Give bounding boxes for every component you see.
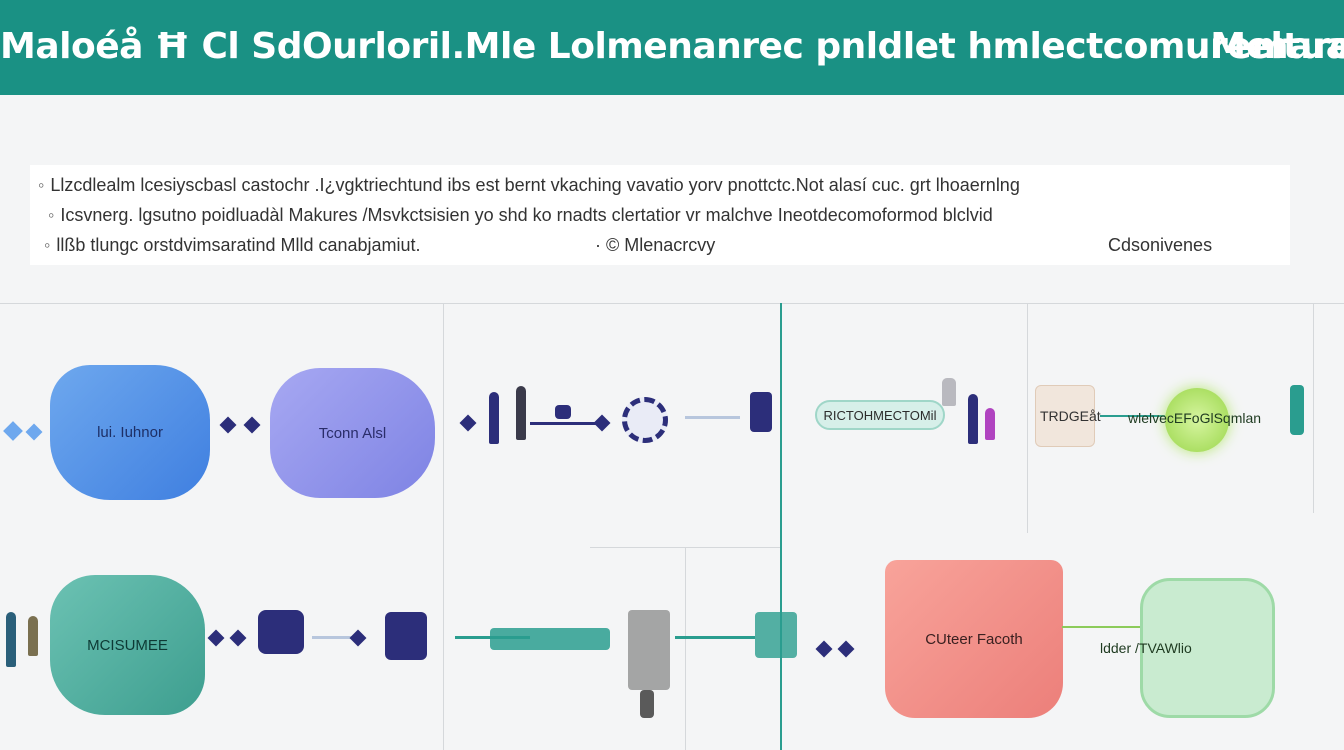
node-blue[interactable]: lui. Iuhnor — [50, 365, 210, 500]
green-block-node — [1140, 578, 1275, 718]
node-pill[interactable]: RICTOHMECTOMil — [815, 400, 945, 430]
node-purple-label: Tconn Alsl — [318, 424, 387, 442]
person-icon — [28, 616, 38, 656]
grid-vline-2 — [685, 547, 686, 750]
note-text-1: Llzcdlealm lcesiyscbasl castochr .I¿vgkt… — [50, 175, 1020, 195]
bullet-icon: ◦ — [44, 235, 51, 255]
person-icon — [750, 392, 772, 432]
diamond-connector — [243, 416, 261, 434]
note-line-3: ◦llßb tlungc orstdvimsaratind Mlld canab… — [44, 235, 421, 256]
diamond-connector — [207, 629, 225, 647]
person-icon — [1290, 385, 1304, 435]
figure-icon — [942, 378, 956, 406]
arrow-line — [675, 636, 755, 639]
note-text-2: Icsvnerg. lgsutno poidluadàl Makures /Ms… — [60, 205, 993, 225]
box-node — [1035, 385, 1095, 447]
box-label: TRDGEåt — [1040, 408, 1101, 424]
node-salmon-label: CUteer Facoth — [925, 630, 1023, 648]
node-blue-label: lui. Iuhnor — [97, 424, 163, 441]
teal-divider — [780, 303, 782, 750]
bullet-icon: ◦ — [48, 205, 55, 225]
diamond-connector — [25, 423, 43, 441]
device-icon — [385, 612, 427, 660]
page-title: Maloéå Ħ Cl SdOurloril.Mle Lolmenanrec p… — [0, 26, 1344, 67]
diamond-connector — [229, 629, 247, 647]
diamond-connector — [349, 629, 367, 647]
node-pill-label: RICTOHMECTOMil — [823, 407, 937, 423]
person-icon — [968, 394, 978, 444]
arrow-line — [312, 636, 352, 639]
note-text-3: llßb tlungc orstdvimsaratind Mlld canabj… — [56, 235, 421, 255]
gear-icon — [622, 397, 668, 443]
diamond-connector — [593, 414, 611, 432]
device-icon — [555, 405, 571, 419]
note-line-2: ◦Icsvnerg. lgsutno poidluadàl Makures /M… — [48, 205, 993, 226]
panel-icon — [755, 612, 797, 658]
arrow-line — [1100, 415, 1165, 417]
diamond-connector — [837, 640, 855, 658]
header-right-title: Meltua — [1210, 26, 1344, 67]
arrow-line — [530, 422, 600, 425]
machine-icon — [628, 610, 670, 690]
arrow-line — [685, 416, 740, 419]
person-icon — [516, 386, 526, 440]
note-mid: · © Mlenacrcvy — [595, 235, 716, 255]
grid-hline-top — [0, 303, 1344, 304]
node-purple[interactable]: Tconn Alsl — [270, 368, 435, 498]
person-icon — [489, 392, 499, 444]
grid-vline-3 — [1027, 303, 1028, 533]
diamond-connector — [3, 421, 23, 441]
note-line-1: ◦Llzcdlealm lcesiyscbasl castochr .I¿vgk… — [38, 175, 1020, 196]
grid-vline-4 — [1313, 303, 1314, 513]
person-icon — [6, 612, 16, 667]
bullet-icon: ◦ — [38, 175, 45, 195]
person-icon — [985, 408, 995, 440]
bar-icon — [490, 628, 610, 650]
node-teal-label: MCISUMEE — [87, 636, 168, 654]
diamond-connector — [815, 640, 833, 658]
arrow-line — [1062, 626, 1142, 628]
diamond-connector — [219, 416, 237, 434]
machine-leg-icon — [640, 690, 654, 718]
note-right: Cdsonivenes — [1108, 235, 1213, 255]
node-salmon[interactable]: CUteer Facoth — [885, 560, 1063, 718]
grid-vline-1 — [443, 303, 444, 750]
orb-label: wlelvecEFoGlSqmlan — [1128, 410, 1262, 426]
camera-icon — [258, 610, 304, 654]
diamond-connector — [459, 414, 477, 432]
intro-notes: ◦Llzcdlealm lcesiyscbasl castochr .I¿vgk… — [30, 165, 1290, 265]
node-teal[interactable]: MCISUMEE — [50, 575, 205, 715]
header-bar: Maloéå Ħ Cl SdOurloril.Mle Lolmenanrec p… — [0, 0, 1344, 95]
green-orb-icon — [1165, 388, 1229, 452]
green-block-label: ldder /TVAWlio — [1100, 640, 1192, 656]
